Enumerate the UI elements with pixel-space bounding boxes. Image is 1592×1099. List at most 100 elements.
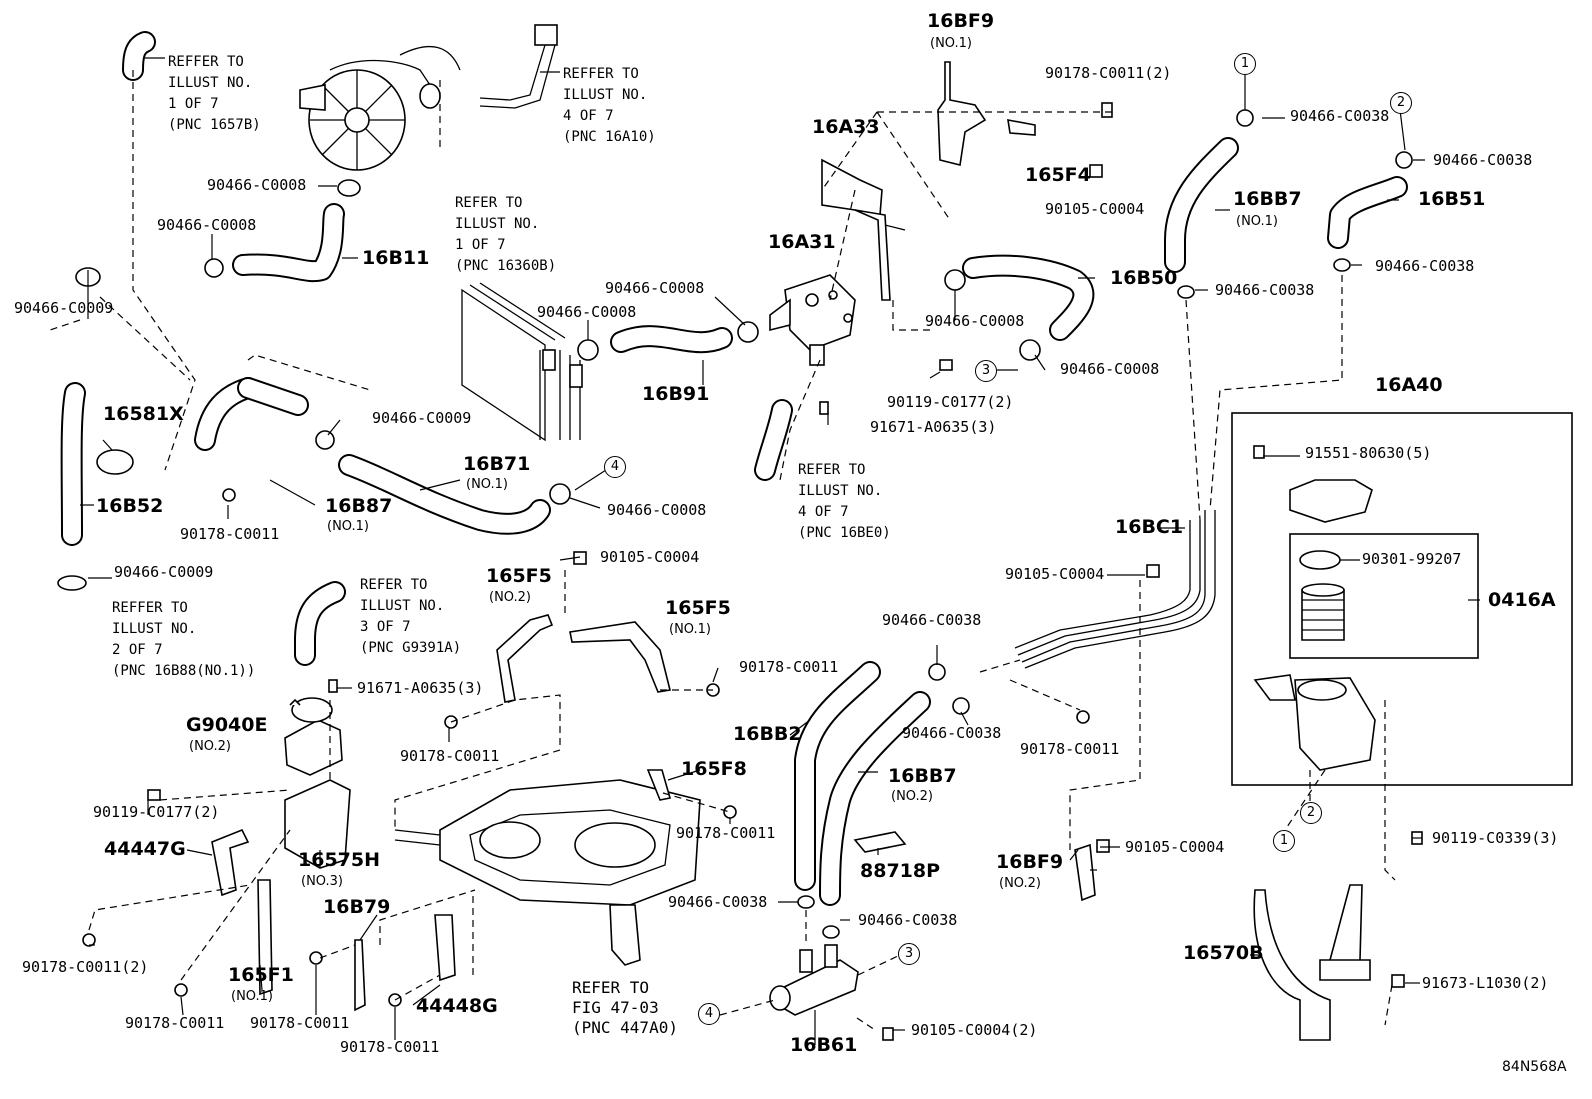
part-number-90466-c0008-7: 90466-C0008 — [607, 501, 707, 519]
part-number-90105-c0004-c: 90105-C0004 — [1125, 838, 1225, 856]
diagram-id: 84N568A — [1502, 1059, 1567, 1075]
hose-16be0 — [754, 399, 793, 481]
frame — [394, 779, 701, 966]
bracket-44448g — [434, 914, 456, 982]
part-sub-16b87: (NO.1) — [327, 519, 369, 534]
part-code-16b91: 16B91 — [642, 383, 710, 405]
part-sub-16bf9-no1: (NO.1) — [930, 36, 972, 51]
part-number-90178-c0011-f: 90178-C0011 — [125, 1014, 225, 1032]
part-code-16b51: 16B51 — [1418, 188, 1486, 210]
fasteners — [82, 102, 1423, 1041]
cap — [1289, 479, 1373, 523]
part-number-91671-a0635-3-low: 91671-A0635(3) — [357, 679, 484, 697]
part-number-90178-c0011-g: 90178-C0011 — [250, 1014, 350, 1032]
callout-3-top: 3 — [975, 360, 997, 382]
part-code-16581x: 16581X — [103, 403, 184, 425]
part-code-44447g: 44447G — [104, 838, 186, 860]
part-number-90105-c0004-b: 90105-C0004 — [600, 548, 700, 566]
part-code-16575h: 16575H — [298, 849, 381, 871]
part-number-90301-99207: 90301-99207 — [1362, 550, 1462, 568]
tank — [1253, 674, 1376, 771]
part-number-91673-l1030-2: 91673-L1030(2) — [1422, 974, 1549, 992]
bracket-165f5-no1 — [569, 621, 671, 693]
part-number-90466-c0008-3: 90466-C0008 — [605, 279, 705, 297]
bracket-16bf9-no2 — [1074, 843, 1096, 902]
part-code-165f5-no1: 165F5 — [665, 597, 731, 619]
part-number-90466-c0009-1: 90466-C0009 — [14, 299, 114, 317]
part-number-90466-c0038-7: 90466-C0038 — [668, 893, 768, 911]
refer-16be0-note: REFER TO ILLUST NO. 4 OF 7 (PNC 16BE0) — [798, 462, 891, 541]
bracket-16a33 — [821, 158, 906, 301]
hose-16b91 — [610, 325, 733, 354]
part-number-90466-c0038-4: 90466-C0038 — [1215, 281, 1315, 299]
part-code-16a31: 16A31 — [768, 231, 836, 253]
part-number-90178-c0011-c: 90178-C0011 — [739, 658, 839, 676]
part-code-g9040e: G9040E — [186, 714, 268, 736]
part-code-16b11: 16B11 — [362, 247, 430, 269]
part-number-90466-c0008-5: 90466-C0008 — [925, 312, 1025, 330]
bracket-16570b — [1253, 884, 1371, 1041]
refer-16360b-note: REFER TO ILLUST NO. 1 OF 7 (PNC 16360B) — [455, 195, 557, 274]
part-code-16570b: 16570B — [1183, 942, 1264, 964]
hose-16bb7-no2 — [819, 691, 931, 906]
part-code-16b50: 16B50 — [1110, 267, 1178, 289]
refer-g9391a-note: REFER TO ILLUST NO. 3 OF 7 (PNC G9391A) — [360, 577, 462, 656]
part-number-90178-c0011-h: 90178-C0011 — [340, 1038, 440, 1056]
part-code-16bf9-no1: 16BF9 — [927, 10, 995, 32]
part-number-90466-c0038-2: 90466-C0038 — [1433, 151, 1533, 169]
box-16a40 — [1231, 412, 1573, 786]
part-code-16b71: 16B71 — [463, 453, 531, 475]
part-number-91551-80630-5: 91551-80630(5) — [1305, 444, 1432, 462]
part-number-90178-c0011-b: 90178-C0011 — [1020, 740, 1120, 758]
reference-lines — [49, 70, 1396, 1031]
valve-16a31 — [769, 274, 856, 366]
part-code-44448g: 44448G — [416, 995, 498, 1017]
part-sub-165f1: (NO.1) — [231, 989, 273, 1004]
gasket — [1299, 550, 1341, 570]
part-code-165f8: 165F8 — [681, 758, 747, 780]
part-sub-16bf9-no2: (NO.2) — [999, 876, 1041, 891]
part-sub-16b71: (NO.1) — [466, 477, 508, 492]
part-number-90105-c0004-mid: 90105-C0004 — [1005, 565, 1105, 583]
part-code-165f5-no2: 165F5 — [486, 565, 552, 587]
callout-2-top: 2 — [1390, 92, 1412, 114]
part-sub-g9040e: (NO.2) — [189, 739, 231, 754]
air-pump-assembly — [299, 24, 558, 171]
hose-16b87 — [194, 377, 309, 451]
refer-1657b-note: REFFER TO ILLUST NO. 1 OF 7 (PNC 1657B) — [168, 54, 261, 133]
refer-16b88-note: REFFER TO ILLUST NO. 2 OF 7 (PNC 16B88(N… — [112, 600, 256, 679]
part-code-16bb7-no1: 16BB7 — [1233, 188, 1302, 210]
bracket-44447g — [211, 828, 250, 897]
part-number-91671-a0635-3-top: 91671-A0635(3) — [870, 418, 997, 436]
pump-g9040e — [284, 697, 343, 776]
part-code-16b52: 16B52 — [96, 495, 164, 517]
part-number-90466-c0038-3: 90466-C0038 — [1375, 257, 1475, 275]
part-number-90466-c0009-2: 90466-C0009 — [372, 409, 472, 427]
part-number-90466-c0008-1: 90466-C0008 — [207, 176, 307, 194]
hose-16bb7-no1 — [1164, 137, 1239, 273]
bracket-16575h — [284, 779, 351, 869]
part-number-90466-c0008-2: 90466-C0008 — [157, 216, 257, 234]
part-sub-165f5-no1: (NO.1) — [669, 622, 711, 637]
part-code-165f1: 165F1 — [228, 964, 294, 986]
hose-g9391a — [294, 581, 346, 666]
part-code-16bf9-no2: 16BF9 — [996, 851, 1064, 873]
bracket-16b79 — [354, 939, 366, 1012]
callout-3-bottom: 3 — [898, 943, 920, 965]
callout-4-bottom: 4 — [698, 1003, 720, 1025]
part-number-90466-c0009-3: 90466-C0009 — [114, 563, 214, 581]
hose-16bb2 — [794, 661, 881, 891]
part-number-90105-c0004-top: 90105-C0004 — [1045, 200, 1145, 218]
part-number-90466-c0038-8: 90466-C0038 — [858, 911, 958, 929]
part-sub-16575h: (NO.3) — [301, 874, 343, 889]
part-number-90178-c0011-a: 90178-C0011 — [180, 525, 280, 543]
pipe-16bc1 — [1014, 510, 1216, 669]
bracket-16bf9-no1 — [937, 61, 1036, 166]
part-number-90119-c0339-3: 90119-C0339(3) — [1432, 829, 1559, 847]
part-code-16bb7-no2: 16BB7 — [888, 765, 957, 787]
hose-16b71 — [338, 454, 551, 535]
part-number-90178-c0011-d: 90178-C0011 — [400, 747, 500, 765]
bracket-165f8 — [646, 769, 672, 801]
radiator — [461, 282, 583, 442]
